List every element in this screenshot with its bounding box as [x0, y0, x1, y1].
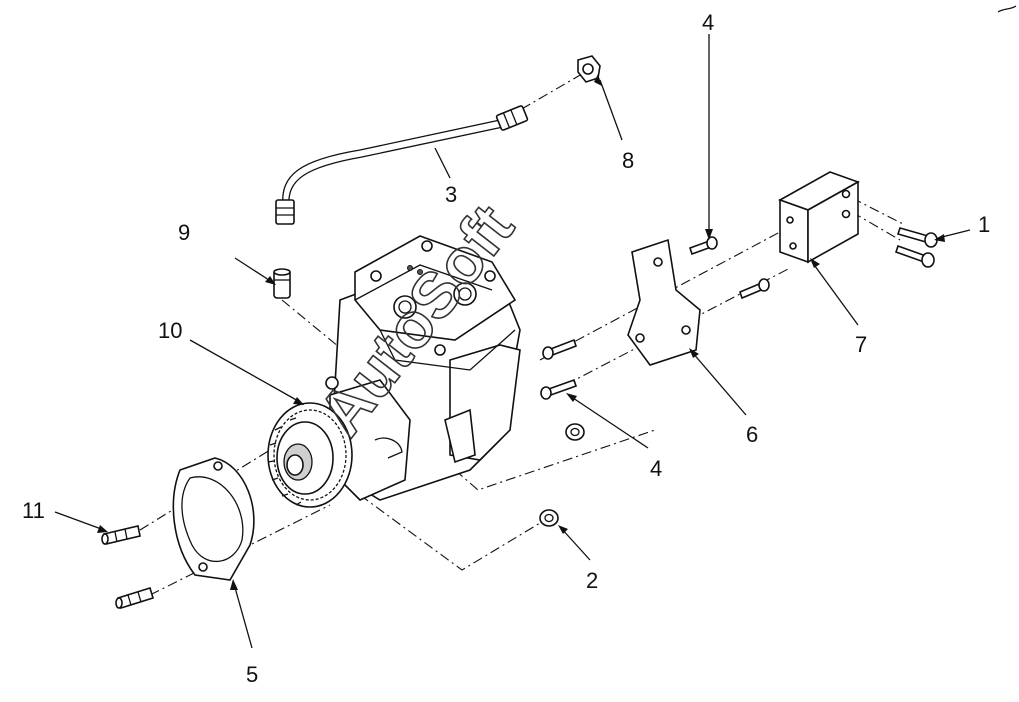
bolt-mid — [739, 278, 770, 300]
bolt-left — [542, 338, 578, 360]
bracket-part-6 — [627, 238, 701, 366]
callout-7: 7 — [855, 332, 867, 357]
corner-mark — [997, 5, 1017, 13]
stud-part-11-upper — [101, 525, 141, 545]
hose-part — [275, 105, 529, 225]
block-part-7 — [778, 171, 860, 264]
callout-5: 5 — [246, 662, 258, 687]
callout-9: 9 — [178, 220, 190, 245]
callout-11: 11 — [22, 498, 45, 523]
stud-part-11-lower — [115, 586, 154, 610]
fitting-part-9 — [273, 268, 291, 299]
leader-lines — [54, 34, 971, 649]
hose-fitting-lower — [275, 199, 295, 225]
callout-2: 2 — [586, 568, 598, 593]
air-compressor-part-10 — [267, 235, 521, 508]
assembly-centerlines — [139, 73, 906, 596]
callout-10: 10 — [158, 318, 182, 343]
bolt-part-4-upper — [688, 236, 718, 256]
gasket-part-5 — [172, 457, 255, 581]
callout-6: 6 — [746, 422, 758, 447]
drive-gear — [267, 402, 353, 508]
bolt-part-4-lower — [540, 378, 578, 400]
callout-4-bottom: 4 — [650, 456, 662, 481]
nut-part-2 — [539, 509, 559, 527]
bolt-part-1-lower — [894, 244, 935, 268]
callout-3: 3 — [445, 182, 457, 207]
hose-fitting-upper — [495, 105, 529, 131]
bolt-part-1-upper — [896, 227, 938, 248]
callout-1: 1 — [978, 212, 990, 237]
callout-4-top: 4 — [702, 10, 714, 35]
nut-lower — [565, 423, 585, 441]
callout-8: 8 — [622, 148, 634, 173]
